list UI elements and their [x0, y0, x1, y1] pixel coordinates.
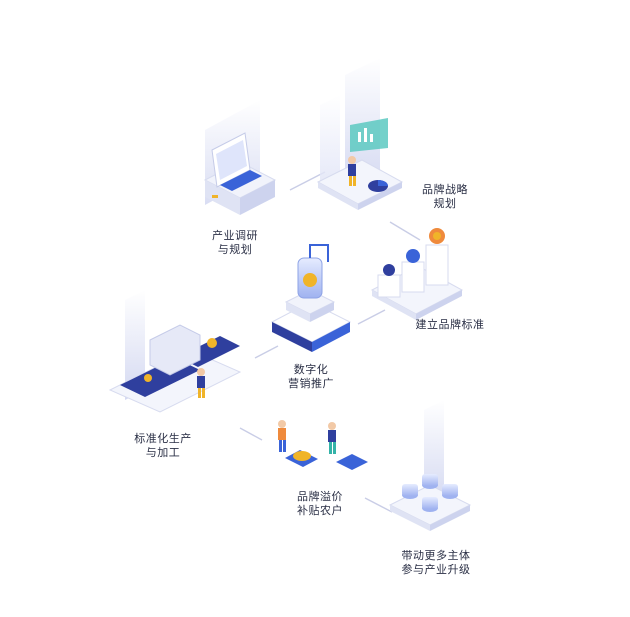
digital-illustration	[270, 244, 352, 352]
production-illustration	[108, 290, 242, 413]
node-label-digital: 数字化 营销推广	[288, 363, 334, 390]
connector-digital-production	[254, 345, 279, 359]
connector-lines	[239, 171, 421, 513]
connector-production-subsidy	[239, 427, 263, 441]
connector-subsidy-upgrade	[364, 497, 393, 513]
connector-strategy-standard	[389, 221, 421, 241]
upgrade-illustration	[388, 400, 472, 531]
strategy-illustration	[316, 58, 404, 210]
node-label-standard: 建立品牌标准	[415, 318, 485, 331]
connector-research-strategy	[289, 171, 326, 191]
node-label-strategy: 品牌战略 规划	[422, 183, 468, 210]
connector-standard-digital	[357, 309, 386, 325]
subsidy-illustration	[278, 420, 368, 470]
standard-illustration	[370, 228, 464, 320]
node-label-subsidy: 品牌溢价 补贴农户	[297, 490, 343, 517]
research-illustration	[203, 100, 277, 215]
node-label-upgrade: 带动更多主体 参与产业升级	[401, 549, 471, 576]
node-label-production: 标准化生产 与加工	[134, 432, 192, 459]
node-label-research: 产业调研 与规划	[212, 229, 258, 256]
